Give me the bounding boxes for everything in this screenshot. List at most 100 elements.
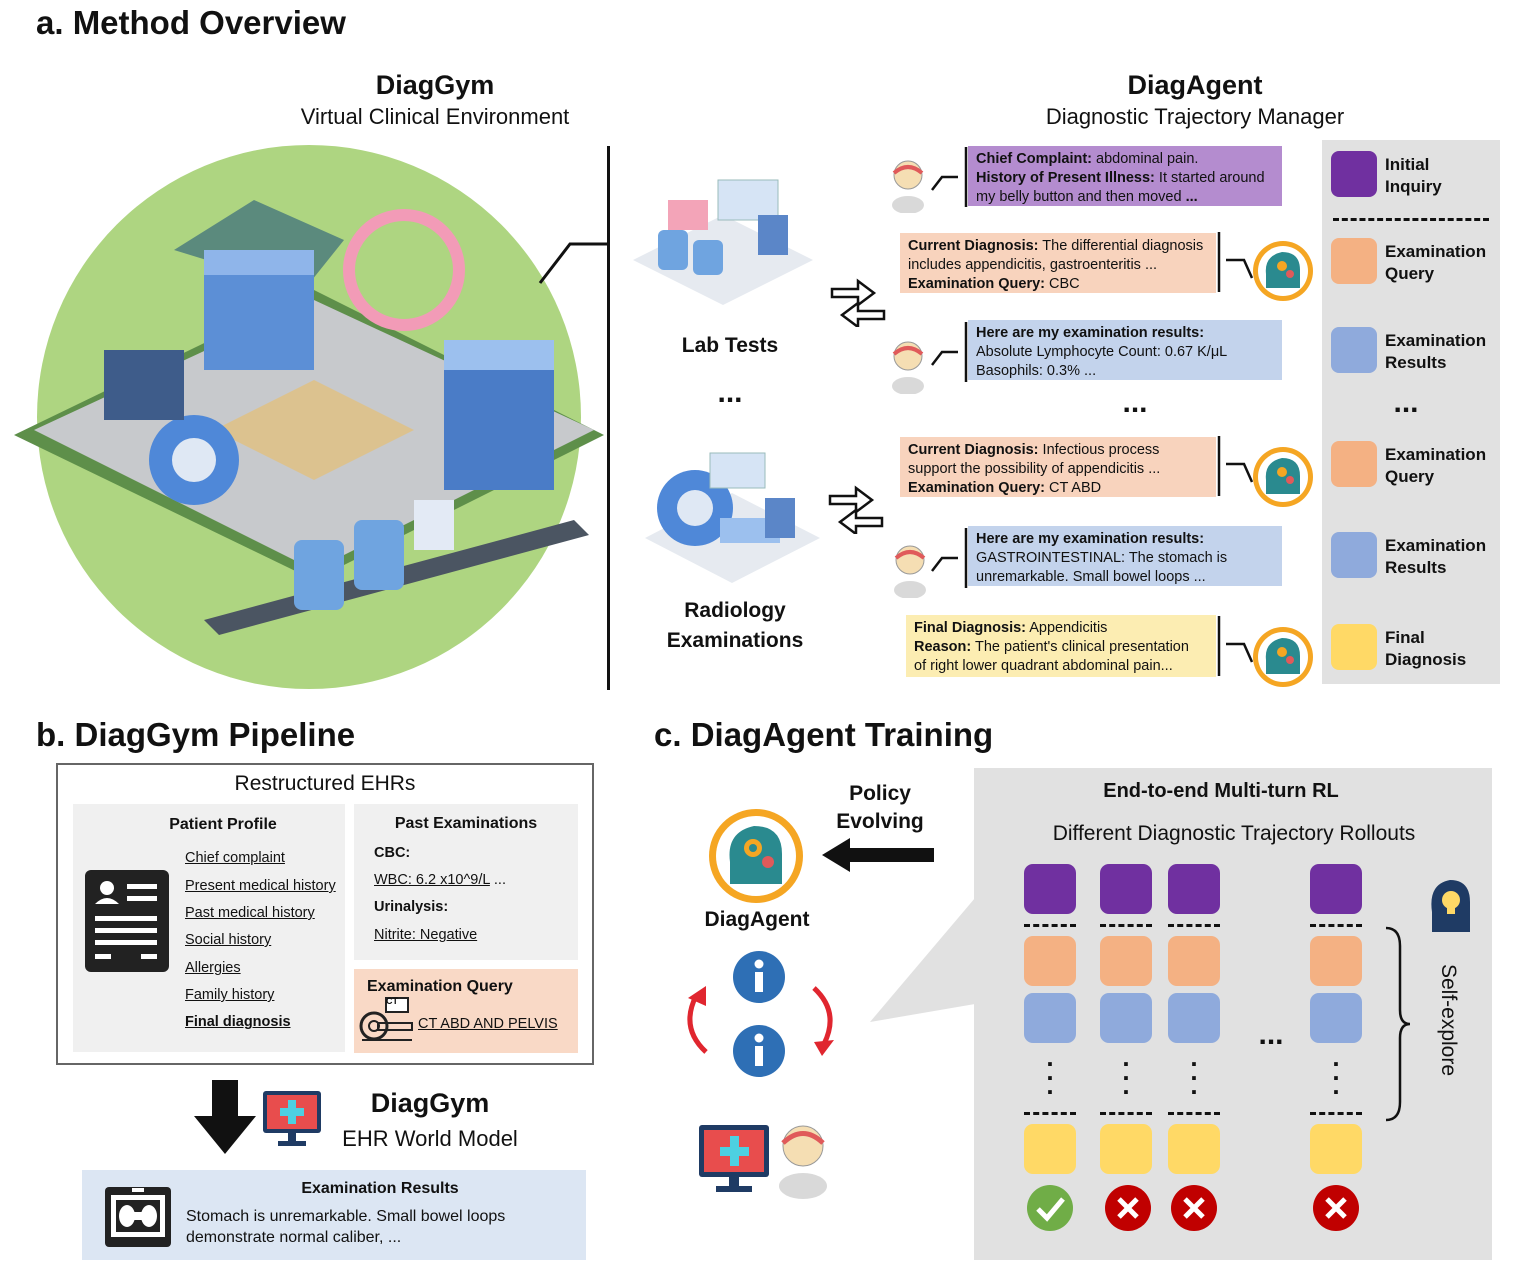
cbc-more: ... bbox=[489, 872, 506, 888]
agent-brain-icon bbox=[1253, 447, 1313, 507]
ehr-box bbox=[56, 763, 594, 1065]
legend-swatch-examination-query bbox=[1331, 441, 1377, 487]
cycle-arrow-up-icon bbox=[687, 986, 708, 1054]
radiology-illustration bbox=[645, 452, 820, 583]
radiology-label: Radiology Examinations bbox=[640, 596, 830, 656]
legend-ellipsis: ... bbox=[1393, 386, 1419, 419]
examination-results-title: Examination Results bbox=[301, 1180, 459, 1197]
patient-icon bbox=[892, 160, 924, 213]
exchange-arrows-icon bbox=[830, 278, 886, 327]
rollout-initial-inquiry bbox=[1024, 864, 1076, 914]
profile-item-final-diagnosis: Final diagnosis bbox=[185, 1014, 291, 1030]
patient-record-icon bbox=[85, 870, 169, 972]
cbc-row: WBC: 6.2 x10^9/L ... bbox=[374, 872, 506, 888]
past-examinations-panel bbox=[354, 804, 578, 960]
clinical-city-illustration bbox=[14, 145, 604, 689]
xray-icon bbox=[105, 1187, 171, 1247]
results-line2: demonstrate normal caliber, ... bbox=[186, 1229, 402, 1246]
ellipsis-left: ... bbox=[717, 376, 743, 409]
info-icon bbox=[733, 1025, 785, 1077]
urinalysis-value: Nitrite: Negative bbox=[374, 927, 478, 943]
rollout-vdots: ... bbox=[1122, 1042, 1130, 1100]
legend-swatch-examination-results bbox=[1331, 327, 1377, 373]
agent-brain-icon bbox=[1253, 241, 1313, 301]
policy-line1: Policy bbox=[849, 782, 911, 805]
radiology-label-line1: Radiology bbox=[684, 599, 786, 622]
legend-swatch-final-diagnosis bbox=[1331, 624, 1377, 670]
brace bbox=[1385, 926, 1411, 1122]
rollout-dash bbox=[1310, 924, 1362, 927]
patient-icon bbox=[779, 1125, 827, 1199]
diagagent-brain-icon bbox=[709, 809, 803, 903]
agent-brain-icon bbox=[1253, 627, 1313, 687]
lab-tests-illustration bbox=[633, 179, 813, 305]
divider bbox=[607, 146, 610, 690]
policy-evolving-label: Policy Evolving bbox=[818, 780, 942, 836]
correct-check-icon bbox=[1027, 1185, 1073, 1231]
cbc-value: WBC: 6.2 x10^9/L bbox=[374, 872, 490, 888]
message-initial-inquiry: Chief Complaint: abdominal pain. History… bbox=[968, 146, 1282, 206]
message-connector bbox=[931, 528, 968, 588]
rollout-examination-results bbox=[1100, 993, 1152, 1043]
ellipsis-middle: ... bbox=[1122, 386, 1148, 419]
message-connector bbox=[931, 322, 968, 382]
rollout-ellipsis: ... bbox=[1258, 1018, 1284, 1051]
world-model-title: DiagGym bbox=[370, 1088, 490, 1118]
urinalysis-label: Urinalysis: bbox=[374, 899, 449, 915]
rollout-examination-query bbox=[1100, 936, 1152, 986]
rollout-vdots: ... bbox=[1332, 1042, 1340, 1100]
patient-icon bbox=[892, 341, 924, 394]
message-connector bbox=[1217, 436, 1254, 496]
diaggym-title: DiagGym bbox=[375, 70, 495, 100]
diagagent-subtitle: Diagnostic Trajectory Manager bbox=[1045, 104, 1345, 129]
lab-tests-label: Lab Tests bbox=[681, 334, 779, 357]
rollout-dash bbox=[1024, 1112, 1076, 1115]
profile-item: Chief complaint bbox=[185, 850, 285, 866]
monitor-medical-icon bbox=[699, 1125, 769, 1192]
examination-results-text: Stomach is unremarkable. Small bowel loo… bbox=[186, 1206, 505, 1248]
rollout-dash bbox=[1310, 1112, 1362, 1115]
message-examination-query: Current Diagnosis: The differential diag… bbox=[900, 233, 1216, 293]
diagagent-title: DiagAgent bbox=[1127, 70, 1263, 100]
wrong-x-icon bbox=[1313, 1185, 1359, 1231]
rollout-dash bbox=[1168, 924, 1220, 927]
policy-line2: Evolving bbox=[836, 810, 924, 833]
ct-scanner-icon bbox=[359, 997, 413, 1041]
rollout-vdots: ... bbox=[1190, 1042, 1198, 1100]
rollout-vdots: ... bbox=[1046, 1042, 1054, 1100]
monitor-medical-icon bbox=[263, 1091, 321, 1146]
message-examination-results: Here are my examination results: GASTROI… bbox=[968, 526, 1282, 586]
profile-item: Family history bbox=[185, 987, 275, 1003]
profile-item: Present medical history bbox=[185, 878, 336, 894]
legend-swatch-examination-query bbox=[1331, 238, 1377, 284]
patient-profile-title: Patient Profile bbox=[169, 816, 277, 833]
rollout-final-diagnosis bbox=[1024, 1124, 1076, 1174]
left-arrow-icon bbox=[822, 838, 934, 872]
connector-line bbox=[538, 242, 608, 284]
ct-label: CT bbox=[386, 996, 398, 1006]
rollout-dash bbox=[1168, 1112, 1220, 1115]
examination-query-value: CT ABD AND PELVIS bbox=[418, 1016, 558, 1032]
rollout-initial-inquiry bbox=[1310, 864, 1362, 914]
message-final-diagnosis: Final Diagnosis: Appendicitis Reason: Th… bbox=[906, 615, 1216, 677]
message-connector bbox=[1217, 616, 1254, 676]
world-model-subtitle: EHR World Model bbox=[342, 1126, 518, 1151]
legend-panel bbox=[1322, 140, 1500, 684]
diaggym-subtitle: Virtual Clinical Environment bbox=[300, 104, 570, 129]
diagagent-label: DiagAgent bbox=[704, 908, 810, 931]
section-c-title: c. DiagAgent Training bbox=[654, 716, 994, 753]
rollout-examination-query bbox=[1168, 936, 1220, 986]
message-connector bbox=[931, 147, 968, 207]
cbc-label: CBC: bbox=[374, 845, 411, 861]
rollout-examination-query bbox=[1024, 936, 1076, 986]
radiology-label-line2: Examinations bbox=[666, 629, 804, 652]
down-arrow-icon bbox=[194, 1080, 256, 1154]
past-examinations-title: Past Examinations bbox=[394, 815, 538, 832]
profile-item: Allergies bbox=[185, 960, 241, 976]
info-icon bbox=[733, 951, 785, 1003]
rollout-examination-results bbox=[1024, 993, 1076, 1043]
